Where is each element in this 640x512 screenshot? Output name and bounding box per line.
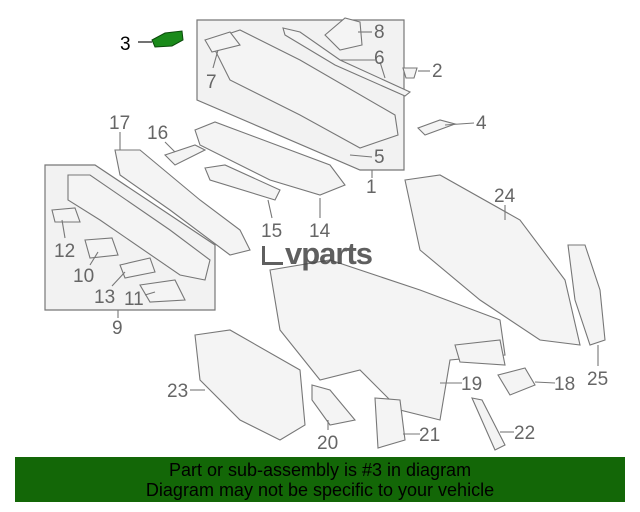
part-9-inner [67, 174, 211, 281]
watermark-text: vparts [285, 236, 373, 271]
callout-3[interactable]: 3 [120, 34, 131, 55]
callout-25[interactable]: 25 [587, 369, 608, 390]
banner-line-1: Part or sub-assembly is #3 in diagram [168, 460, 472, 480]
banner-line-2: Diagram may not be specific to your vehi… [145, 480, 495, 500]
part-20 [311, 384, 357, 426]
callout-5[interactable]: 5 [374, 147, 385, 168]
callout-19[interactable]: 19 [461, 374, 482, 395]
part-cowl-top [209, 29, 399, 149]
callout-12[interactable]: 12 [54, 241, 75, 262]
part-21 [374, 397, 406, 449]
part-12 [51, 207, 81, 223]
callout-13[interactable]: 13 [94, 287, 115, 308]
callout-23[interactable]: 23 [167, 381, 188, 402]
part-7 [204, 31, 241, 53]
leader-lines [61, 31, 599, 435]
part-23 [194, 329, 306, 441]
callout-6[interactable]: 6 [374, 48, 385, 69]
part-16 [163, 144, 207, 166]
part-19 [454, 339, 506, 366]
part-11 [139, 279, 186, 303]
part-17 [114, 149, 251, 256]
callout-10[interactable]: 10 [73, 266, 94, 287]
callout-14[interactable]: 14 [309, 221, 331, 242]
part-10 [84, 237, 119, 259]
callout-11[interactable]: 11 [124, 289, 144, 310]
part-15 [204, 164, 281, 201]
part-3-highlighted[interactable] [151, 30, 184, 48]
part-dash-panel [269, 259, 506, 421]
callout-2[interactable]: 2 [432, 61, 443, 82]
callout-4[interactable]: 4 [476, 113, 487, 134]
vparts-watermark: vparts [262, 236, 373, 272]
part-cowl-panel [194, 121, 346, 196]
part-24 [404, 174, 581, 346]
part-2 [402, 67, 418, 79]
part-8 [324, 17, 363, 51]
part-4 [417, 119, 457, 136]
callout-7[interactable]: 7 [206, 72, 217, 93]
part-6 [282, 27, 412, 97]
callout-20[interactable]: 20 [317, 433, 338, 454]
part-22 [471, 397, 506, 451]
callout-17[interactable]: 17 [109, 113, 130, 134]
callout-22[interactable]: 22 [514, 423, 535, 444]
part-18 [497, 367, 536, 396]
callout-18[interactable]: 18 [554, 374, 575, 395]
logo-mark-icon [262, 246, 283, 265]
callout-15[interactable]: 15 [261, 221, 282, 242]
callout-9[interactable]: 9 [112, 318, 123, 339]
callout-16[interactable]: 16 [147, 123, 168, 144]
callout-21[interactable]: 21 [419, 425, 440, 446]
info-banner: Part or sub-assembly is #3 in diagram Di… [15, 457, 625, 502]
callout-8[interactable]: 8 [374, 22, 385, 43]
callout-1[interactable]: 1 [366, 177, 377, 198]
part-25 [567, 244, 606, 346]
callout-24[interactable]: 24 [494, 186, 516, 207]
